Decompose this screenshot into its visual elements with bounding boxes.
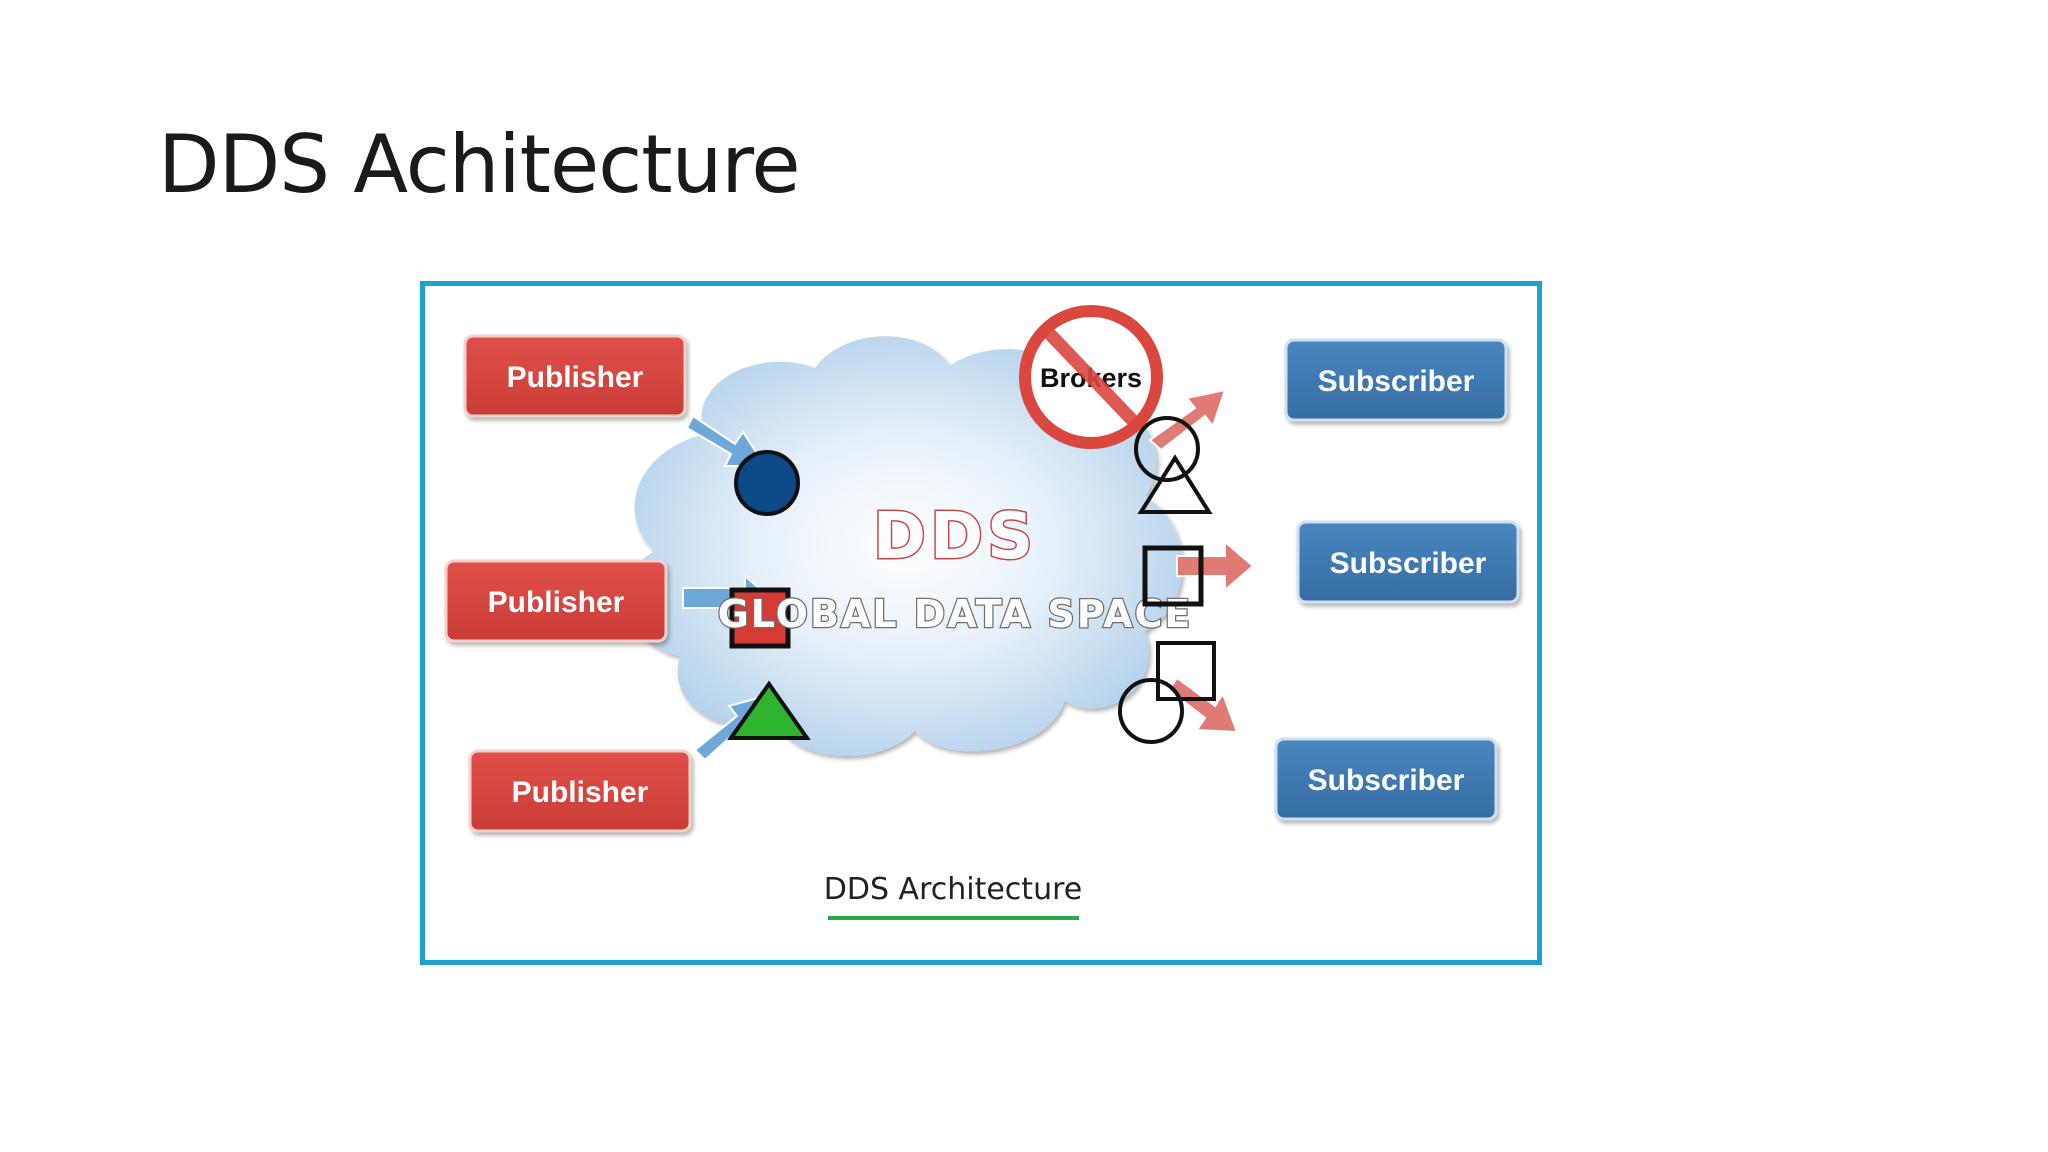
publisher-box-2: Publisher xyxy=(444,559,668,643)
publisher-box-3: Publisher xyxy=(468,749,692,833)
received-shapes-2 xyxy=(1142,545,1204,607)
subscriber-arrow-2 xyxy=(1176,539,1255,593)
cloud-subtitle: GLOBAL DATA SPACE xyxy=(718,592,1193,636)
diagram-caption: DDS Architecture xyxy=(824,872,1082,907)
cloud-title: DDS xyxy=(873,500,1037,574)
publisher-label: Publisher xyxy=(507,361,644,394)
subscriber-label: Subscriber xyxy=(1330,547,1487,580)
square-topic-shape xyxy=(729,587,791,649)
global-data-space-cloud xyxy=(626,336,1183,757)
received-shapes-3 xyxy=(1118,641,1216,744)
subscriber-label: Subscriber xyxy=(1308,764,1465,797)
subscriber-box-1: Subscriber xyxy=(1284,338,1508,422)
received-shapes-1 xyxy=(1134,416,1213,514)
subscriber-arrow-1 xyxy=(1148,388,1227,452)
slide-title: DDS Achitecture xyxy=(158,118,801,211)
triangle-topic-shape xyxy=(727,680,811,740)
no-brokers-sign: Brokers xyxy=(1019,305,1163,449)
publisher-label: Publisher xyxy=(488,586,625,619)
circle-topic-shape xyxy=(734,450,800,516)
diagram-frame: Publisher Publisher Publisher DDS GLOBAL… xyxy=(420,281,1542,965)
subscriber-arrow-3 xyxy=(1167,676,1239,734)
publisher-label: Publisher xyxy=(512,776,649,809)
publisher-box-1: Publisher xyxy=(463,334,687,418)
dds-architecture-diagram: Publisher Publisher Publisher DDS GLOBAL… xyxy=(444,305,1520,920)
subscriber-label: Subscriber xyxy=(1318,365,1475,398)
subscriber-box-2: Subscriber xyxy=(1296,520,1520,604)
subscriber-box-3: Subscriber xyxy=(1274,737,1498,821)
